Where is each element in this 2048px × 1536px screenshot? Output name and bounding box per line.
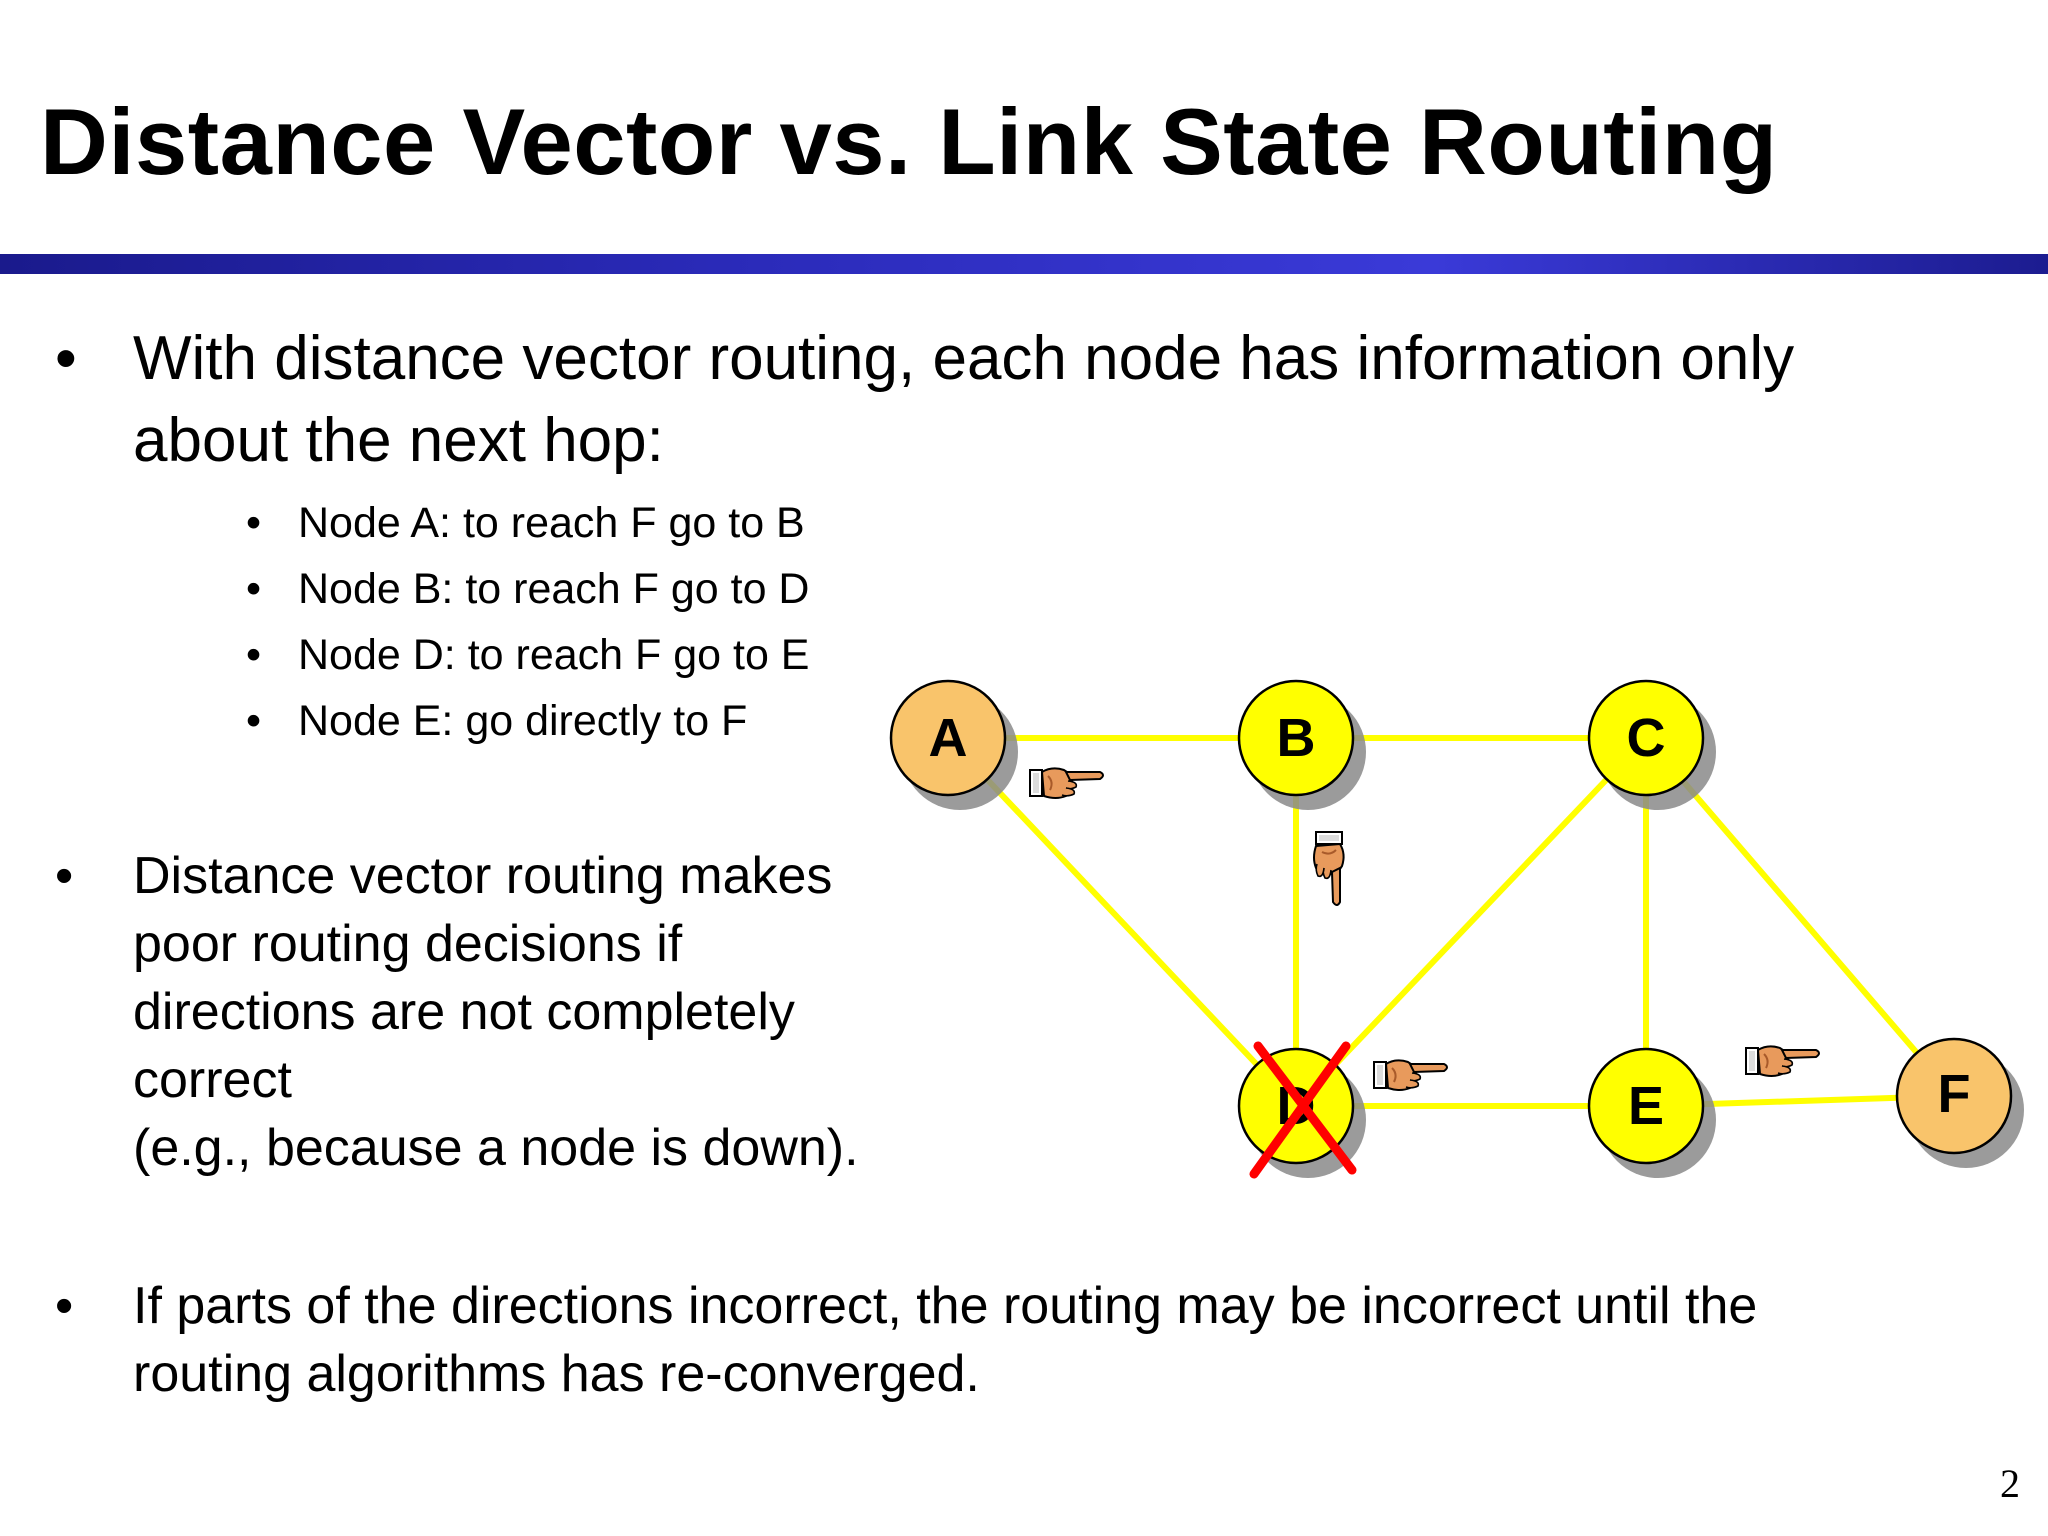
list-item-text: Node D: to reach F go to E [298, 631, 810, 679]
hand-pointer-icon [1313, 831, 1345, 906]
bullet-distance-vector: • With distance vector routing, each nod… [55, 318, 1795, 482]
node-c-label: C [1627, 708, 1666, 768]
edge-a-d [945, 735, 1299, 1109]
node-b-circle [1237, 679, 1355, 797]
bullet-line: about the next hop: [133, 406, 664, 475]
list-item-text: Node B: to reach F go to D [298, 565, 810, 613]
sub-bullet-dot: • [246, 565, 262, 613]
node-f: F [1895, 1037, 2013, 1155]
title-divider [0, 254, 2048, 274]
edge-c-d [1293, 735, 1649, 1109]
list-item: • Node D: to reach F go to E [246, 622, 810, 688]
node-b-label: B [1277, 708, 1316, 768]
node-c-circle [1587, 679, 1705, 797]
bullet-reconverge: • If parts of the directions incorrect, … [55, 1272, 1758, 1408]
bullet-line: (e.g., because a node is down). [133, 1119, 859, 1177]
list-item: • Node A: to reach F go to B [246, 490, 810, 556]
bullet-dot: • [55, 1277, 74, 1335]
bullet-dot: • [55, 324, 77, 393]
node-b: B [1237, 679, 1355, 797]
hand-pointer-icon [1745, 1045, 1820, 1077]
node-a: A [889, 679, 1007, 797]
bullet-line: poor routing decisions if [133, 915, 683, 973]
hand-pointer-icon [1373, 1059, 1448, 1091]
node-f-label: F [1938, 1064, 1971, 1124]
node-a-circle [889, 679, 1007, 797]
bullet-dot: • [55, 847, 74, 905]
list-item-text: Node A: to reach F go to B [298, 499, 805, 547]
node-down-cross-icon [1249, 1041, 1357, 1179]
node-a-label: A [929, 708, 968, 768]
node-c: C [1587, 679, 1705, 797]
sub-bullet-dot: • [246, 631, 262, 679]
next-hop-list: • Node A: to reach F go to B • Node B: t… [246, 490, 810, 754]
bullet-poor-decisions: • Distance vector routing makes poor rou… [55, 842, 859, 1182]
bullet-line: With distance vector routing, each node … [133, 324, 1795, 393]
list-item: • Node B: to reach F go to D [246, 556, 810, 622]
sub-bullet-dot: • [246, 499, 262, 547]
bullet-line: correct [133, 1051, 292, 1109]
node-e-label: E [1628, 1076, 1664, 1136]
hand-pointer-icon [1029, 767, 1104, 799]
slide-title: Distance Vector vs. Link State Routing [40, 89, 1778, 194]
bullet-line: Distance vector routing makes [133, 847, 833, 905]
page-number: 2 [2000, 1461, 2020, 1506]
edge-c-f [1643, 736, 1957, 1098]
list-item-text: Node E: go directly to F [298, 697, 748, 745]
list-item: • Node E: go directly to F [246, 688, 810, 754]
node-e: E [1587, 1047, 1705, 1165]
node-e-circle [1587, 1047, 1705, 1165]
bullet-line: If parts of the directions incorrect, th… [133, 1277, 1758, 1335]
bullet-line: routing algorithms has re-converged. [133, 1345, 980, 1403]
node-f-circle [1895, 1037, 2013, 1155]
bullet-line: directions are not completely [133, 983, 795, 1041]
sub-bullet-dot: • [246, 697, 262, 745]
